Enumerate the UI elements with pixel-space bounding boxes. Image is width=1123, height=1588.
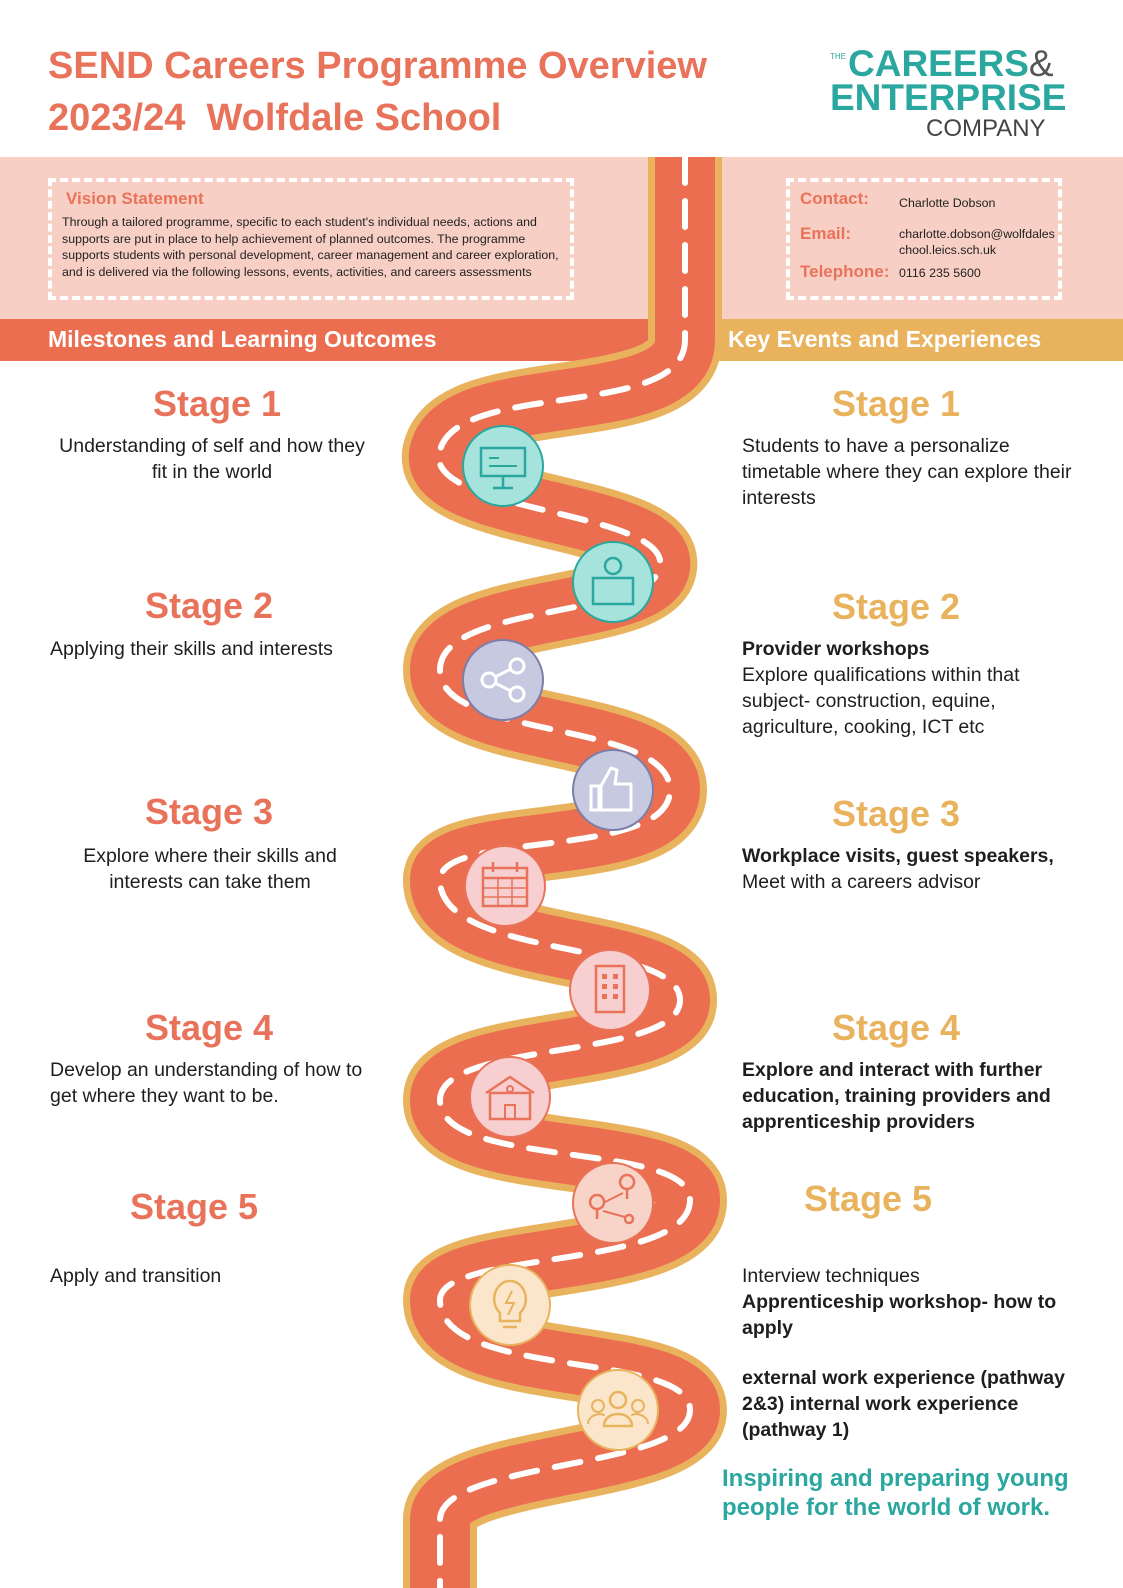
share-network-icon: [462, 639, 544, 721]
logo-line1: CAREERS&: [848, 43, 1054, 84]
milestones-heading: Milestones and Learning Outcomes: [48, 326, 437, 352]
tagline: Inspiring and preparing young people for…: [722, 1465, 1069, 1521]
logo-line2: ENTERPRISE: [830, 77, 1067, 118]
lightbulb-idea-icon: [469, 1264, 551, 1346]
event-3-text: Meet with a careers advisor: [742, 871, 981, 893]
contact-value: Charlotte Dobson: [899, 196, 996, 210]
team-people-icon: [577, 1369, 659, 1451]
event-5-bold: Apprenticeship workshop- how to apply: [742, 1291, 1057, 1339]
logo-line3: COMPANY: [926, 115, 1046, 142]
event-2-stage: Stage 2: [832, 586, 961, 627]
milestone-2-stage: Stage 2: [145, 585, 274, 626]
contact-box: [786, 178, 1062, 300]
contact-label: Contact:: [800, 189, 869, 208]
event-2-bold: Provider workshops: [742, 638, 930, 660]
milestone-1-stage: Stage 1: [153, 383, 282, 424]
speaker-at-podium-icon: [572, 541, 654, 623]
event-5-bold2: external work experience (pathway 2&3) i…: [742, 1367, 1065, 1441]
milestones-heading-bar: Milestones and Learning Outcomes: [0, 319, 652, 361]
vision-box: [48, 178, 574, 300]
page-title-line2: 2023/24 Wolfdale School: [48, 97, 502, 139]
careers-enterprise-logo: THE CAREERS& ENTERPRISE COMPANY: [830, 43, 1066, 146]
event-5-stage: Stage 5: [804, 1178, 933, 1219]
thumbs-up-icon: [572, 749, 654, 831]
telephone-value: 0116 235 5600: [899, 266, 981, 280]
event-3-stage: Stage 3: [832, 793, 961, 834]
milestone-3-stage: Stage 3: [145, 791, 274, 832]
page-title: SEND Careers Programme Overview 2023/24 …: [48, 40, 707, 144]
email-value[interactable]: charlotte.dobson@wolfdaleschool.leics.sc…: [899, 227, 1055, 257]
milestone-3-text: Explore where their skills and interests…: [83, 845, 337, 893]
telephone-label: Telephone:: [800, 262, 890, 281]
page-title-line1: SEND Careers Programme Overview: [48, 45, 707, 87]
event-4-stage: Stage 4: [832, 1007, 961, 1048]
event-1-text: Students to have a personalize timetable…: [742, 435, 1072, 509]
route-map-pins-icon: [572, 1162, 654, 1244]
event-1-stage: Stage 1: [832, 383, 961, 424]
info-band: [0, 157, 1123, 319]
milestone-2-text: Applying their skills and interests: [50, 638, 333, 660]
email-label: Email:: [800, 224, 852, 243]
event-4-desc: Explore and interact with further educat…: [742, 1057, 1082, 1135]
event-4-bold: Explore and interact with further educat…: [742, 1059, 1051, 1133]
milestone-1-text: Understanding of self and how they fit i…: [59, 435, 365, 483]
events-heading-bar: Key Events and Experiences: [718, 319, 1123, 361]
calendar-icon: [464, 845, 546, 927]
vision-text: Through a tailored programme, specific t…: [62, 215, 559, 279]
milestone-5-text: Apply and transition: [50, 1265, 222, 1287]
school-building-icon: [469, 1056, 551, 1138]
events-heading: Key Events and Experiences: [728, 326, 1042, 352]
presentation-board-icon: [462, 425, 544, 507]
logo-ampersand: &: [1028, 43, 1054, 84]
event-5-desc: Interview techniques Apprenticeship work…: [742, 1263, 1082, 1443]
event-3-desc: Workplace visits, guest speakers, Meet w…: [742, 843, 1082, 895]
office-building-icon: [569, 949, 651, 1031]
logo-careers: CAREERS: [848, 43, 1029, 84]
logo-the: THE: [830, 52, 846, 61]
milestone-4-text: Develop an understanding of how to get w…: [50, 1059, 363, 1107]
event-2-desc: Provider workshops Explore qualification…: [742, 636, 1082, 740]
event-5-text: Interview techniques: [742, 1265, 920, 1287]
milestone-5-stage: Stage 5: [130, 1186, 259, 1227]
event-2-text: Explore qualifications within that subje…: [742, 664, 1020, 738]
event-3-bold: Workplace visits, guest speakers,: [742, 845, 1054, 867]
milestone-4-stage: Stage 4: [145, 1007, 274, 1048]
vision-title: Vision Statement: [66, 189, 204, 208]
